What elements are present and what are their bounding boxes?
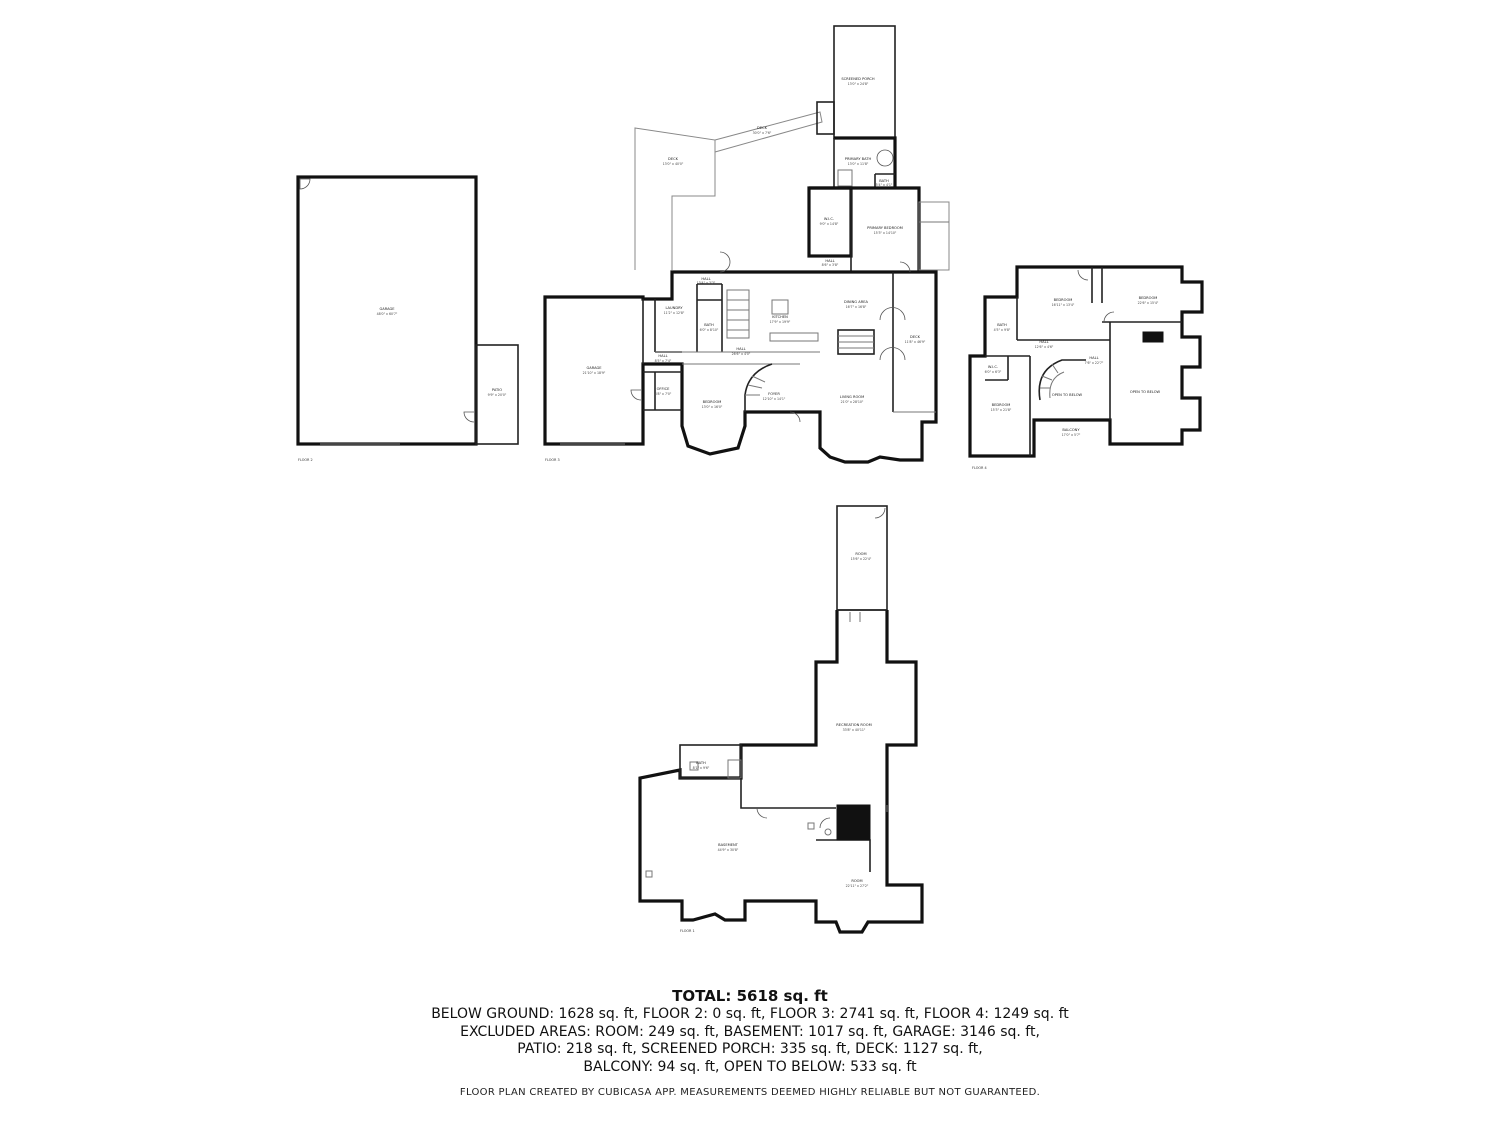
room-name-open-below-a: OPEN TO BELOW: [1052, 393, 1083, 397]
floor-1-plan: ROOM 15'6" x 22'4" RECREATION ROOM 33'8"…: [638, 505, 924, 934]
room-name-balcony: BALCONY: [1062, 428, 1080, 432]
room-name-bedroom-u2: BEDROOM: [1139, 296, 1158, 300]
room-dims-screened-porch: 13'0" x 24'8": [848, 82, 869, 86]
room-name-wic-u: W.I.C.: [988, 365, 998, 369]
room-name-office: OFFICE: [657, 387, 671, 391]
room-dims-wic: 9'0" x 14'8": [820, 222, 839, 226]
room-dims-primary-bath: 13'0" x 11'8": [848, 162, 869, 166]
room-dims-deck-front: 11'8" x 46'9": [905, 340, 926, 344]
room-dims-kitchen: 17'9" x 19'9": [770, 320, 791, 324]
room-dims-bath-u: 4'5" x 9'8": [994, 328, 1011, 332]
room-dims-hall-c: 26'6" x 4'0": [732, 352, 751, 356]
room-dims-foyer: 12'10" x 14'1": [763, 397, 786, 401]
room-name-hall-u1: HALL: [1039, 340, 1048, 344]
room-dims-dining: 16'7" x 16'8": [846, 305, 867, 309]
room-dims-hall-d: 8'6" x 3'8": [822, 263, 839, 267]
credit-disclaimer: FLOOR PLAN CREATED BY CUBICASA APP. MEAS…: [459, 1087, 1041, 1098]
room-dims-deck-rear: 13'0" x 40'0": [663, 162, 684, 166]
room-dims-deck-bridge: 30'0" x 7'6": [753, 131, 772, 135]
room-dims-hall-b: 8'5" x 7'4": [655, 359, 672, 363]
room-name-hall-b: HALL: [658, 354, 667, 358]
room-name-wic: W.I.C.: [824, 217, 834, 221]
room-dims-bath-main: 6'0" x 8'10": [700, 328, 719, 332]
room-name-basement: BASEMENT: [718, 843, 739, 847]
room-name-laundry: LAUNDRY: [665, 306, 683, 310]
area-line-3: PATIO: 218 sq. ft, SCREENED PORCH: 335 s…: [517, 1041, 983, 1057]
area-line-2: EXCLUDED AREAS: ROOM: 249 sq. ft, BASEME…: [460, 1023, 1040, 1040]
room-dims-hall-u2: 7'6" x 22'7": [1085, 361, 1104, 365]
room-name-dining: DINING AREA: [844, 300, 868, 304]
floor-label-3: FLOOR 3: [545, 458, 560, 462]
room-dims-laundry: 11'2" x 12'8": [664, 311, 685, 315]
area-line-1: BELOW GROUND: 1628 sq. ft, FLOOR 2: 0 sq…: [431, 1006, 1069, 1022]
area-line-4: BALCONY: 94 sq. ft, OPEN TO BELOW: 533 s…: [583, 1058, 917, 1075]
room-dims-bedroom-u2: 22'6" x 15'4": [1138, 301, 1159, 305]
floor-3-plan: SCREENED PORCH 13'0" x 24'8" DECK 30'0" …: [543, 25, 950, 464]
room-name-deck-front: DECK: [910, 335, 921, 339]
room-dims-hall-u1: 12'6" x 4'6": [1035, 345, 1054, 349]
room-dims-bath-b: 8'1" x 9'6": [693, 766, 710, 770]
floor-4-plan: BEDROOM 16'11" x 13'4" BEDROOM 22'6" x 1…: [968, 265, 1204, 470]
room-name-foyer: FOYER: [768, 392, 780, 396]
room-dims-bath-small: 5'4" x 4'1": [876, 183, 893, 187]
floor-2-plan: GARAGE 48'0" x 60'7" PATIO 9'9" x 20'0" …: [296, 175, 519, 462]
room-dims-bedroom-u1: 16'11" x 13'4": [1052, 303, 1075, 307]
floor-label-4: FLOOR 4: [972, 466, 987, 470]
room-name-screened-porch: SCREENED PORCH: [841, 77, 875, 81]
room-name-room-b: ROOM: [851, 879, 862, 883]
room-name-bath-small: BATH: [879, 179, 889, 183]
room-name-bedroom-u1: BEDROOM: [1054, 298, 1073, 302]
room-dims-bedroom-main: 13'0" x 16'0": [702, 405, 723, 409]
room-dims-room-top: 15'6" x 22'4": [851, 557, 872, 561]
room-name-bath-b: BATH: [696, 761, 706, 765]
room-dims-basement: 44'9" x 30'8": [718, 848, 739, 852]
floor-label-1: FLOOR 1: [680, 929, 695, 933]
room-dims-garage-large: 48'0" x 60'7": [377, 312, 398, 316]
room-dims-office: 8'8" x 7'0": [655, 392, 672, 396]
room-name-bath-u: BATH: [997, 323, 1007, 327]
room-dims-wic-u: 6'0" x 6'3": [985, 370, 1002, 374]
room-dims-room-b: 22'11" x 27'2": [846, 884, 869, 888]
room-dims-balcony: 17'0" x 5'7": [1062, 433, 1081, 437]
room-name-deck-rear: DECK: [668, 157, 679, 161]
room-name-living: LIVING ROOM: [840, 395, 864, 399]
room-dims-bedroom-u3: 15'3" x 21'8": [991, 408, 1012, 412]
room-name-hall-d: HALL: [825, 259, 834, 263]
room-name-kitchen: KITCHEN: [772, 315, 788, 319]
room-name-garage-large: GARAGE: [379, 307, 395, 311]
room-name-deck-bridge: DECK: [757, 126, 768, 130]
room-name-hall-c: HALL: [736, 347, 745, 351]
area-summary: TOTAL: 5618 sq. ft BELOW GROUND: 1628 sq…: [0, 986, 1500, 1076]
room-dims-primary-bedroom: 15'3" x 14'10": [874, 231, 897, 235]
room-dims-patio: 9'9" x 20'0": [488, 393, 507, 397]
room-name-primary-bath: PRIMARY BATH: [845, 157, 872, 161]
total-area: TOTAL: 5618 sq. ft: [672, 987, 828, 1005]
room-name-bedroom-u3: BEDROOM: [992, 403, 1011, 407]
room-dims-living: 21'0" x 28'10": [841, 400, 864, 404]
room-name-garage-small: GARAGE: [586, 366, 602, 370]
room-name-hall-u2: HALL: [1089, 356, 1098, 360]
room-name-open-below-b: OPEN TO BELOW: [1130, 390, 1161, 394]
room-name-bath-main: BATH: [704, 323, 714, 327]
floor-label-2: FLOOR 2: [298, 458, 313, 462]
room-name-bedroom-main: BEDROOM: [703, 400, 722, 404]
room-name-room-top: ROOM: [855, 552, 866, 556]
room-name-hall-a: HALL: [701, 277, 710, 281]
room-dims-hall-a: 13'4" x 3'3": [697, 281, 716, 285]
room-name-primary-bedroom: PRIMARY BEDROOM: [867, 226, 903, 230]
room-dims-recreation: 33'8" x 40'11": [843, 728, 866, 732]
room-dims-garage-small: 21'10" x 18'9": [583, 371, 606, 375]
room-name-recreation: RECREATION ROOM: [836, 723, 871, 727]
room-name-patio: PATIO: [492, 388, 502, 392]
